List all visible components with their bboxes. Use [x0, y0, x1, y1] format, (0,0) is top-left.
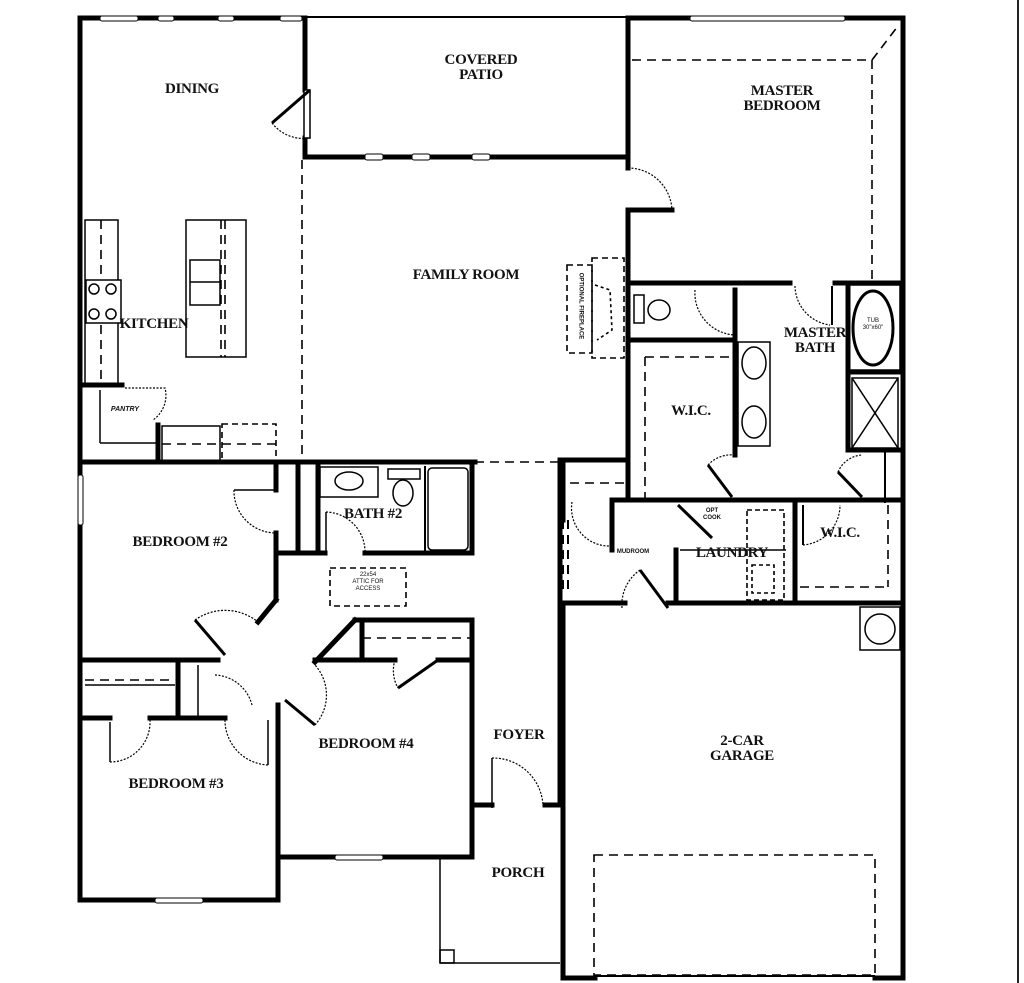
room-label-bedroom3: BEDROOM #3 [129, 777, 224, 792]
mudroom-label-text: MUDROOM [616, 549, 650, 555]
room-label-master-wic: W.I.C. [671, 404, 711, 419]
master-bath-line1: MASTER [783, 325, 847, 341]
room-label-foyer: FOYER [493, 728, 544, 743]
foyer-porch [439, 457, 563, 964]
garage-line1: 2-CAR [720, 733, 764, 749]
room-label-master-bath: MASTER BATH [783, 325, 847, 356]
cook-line1: OPT [705, 508, 719, 514]
garage [593, 606, 901, 976]
room-label-laundry: LAUNDRY [695, 545, 769, 561]
master-wic [625, 337, 906, 503]
patio-door [271, 88, 311, 140]
room-label-second-wic: W.I.C. [820, 526, 860, 541]
master-bath-line2: BATH [794, 340, 836, 356]
kitchen-cabinets [77, 219, 277, 465]
annotation-opt-cook: OPT COOK [703, 508, 721, 522]
bedroom3-walls [77, 657, 281, 860]
annotation-attic-access: 22x54 ATTIC FOR ACCESS [352, 572, 383, 593]
master-bedroom-line1: MASTER [750, 83, 814, 99]
laundry-mudroom [560, 457, 906, 609]
attic-line2: ATTIC FOR [352, 579, 384, 585]
porch-label-text: PORCH [491, 865, 545, 881]
dining-label-text: DINING [164, 81, 220, 97]
annotation-tub: TUB 30"x60" [863, 318, 884, 332]
bedroom2-label-text: BEDROOM #2 [132, 534, 228, 550]
master-bedroom-line2: BEDROOM [743, 98, 821, 114]
fireplace-text: OPTIONAL FIREPLACE [577, 272, 584, 340]
pantry-label-text: PANTRY [110, 406, 140, 413]
foyer-label-text: FOYER [493, 727, 545, 743]
tub-line1: TUB [866, 318, 879, 324]
page-edge-line [1017, 0, 1019, 983]
room-label-bedroom4: BEDROOM #4 [319, 737, 414, 752]
attic-line1: 22x54 [359, 572, 377, 578]
covered-patio-line2: PATIO [459, 67, 503, 83]
master-bath [625, 282, 906, 503]
bedroom2-walls [77, 459, 328, 663]
second-wic [792, 497, 889, 606]
room-label-mudroom: MUDROOM [617, 549, 649, 556]
room-label-garage: 2-CAR GARAGE [710, 734, 774, 764]
bath2-label-text: BATH #2 [343, 506, 403, 522]
room-label-dining: DINING [165, 82, 219, 97]
room-label-kitchen: KITCHEN [120, 317, 189, 332]
master-wic-label-text: W.I.C. [671, 403, 711, 419]
covered-patio-line1: COVERED [444, 52, 518, 68]
annotation-optional-fireplace: OPTIONAL FIREPLACE [577, 273, 584, 340]
room-label-pantry: PANTRY [111, 406, 139, 413]
kitchen-label-text: KITCHEN [119, 316, 189, 332]
family-room-label-text: FAMILY ROOM [412, 267, 520, 283]
optional-fireplace [566, 257, 625, 359]
windows [77, 15, 846, 904]
second-wic-label-text: W.I.C. [820, 525, 860, 541]
bath2-fixtures [319, 459, 475, 556]
room-label-bedroom2: BEDROOM #2 [133, 535, 228, 550]
bedroom3-label-text: BEDROOM #3 [128, 776, 224, 792]
room-label-porch: PORCH [492, 866, 545, 881]
covered-patio-walls [302, 15, 631, 171]
bedroom4-walls [284, 616, 475, 860]
cook-line2: COOK [703, 515, 721, 521]
bedroom4-label-text: BEDROOM #4 [318, 736, 414, 752]
garage-line2: GARAGE [709, 748, 775, 764]
attic-line3: ACCESS [355, 586, 381, 592]
tub-line2: 30"x60" [862, 325, 884, 331]
room-label-master-bedroom: MASTER BEDROOM [743, 84, 820, 114]
room-label-bath2: BATH #2 [344, 507, 402, 522]
room-label-covered-patio: COVERED PATIO [445, 53, 518, 83]
room-label-family-room: FAMILY ROOM [413, 268, 520, 283]
laundry-label-text: LAUNDRY [695, 545, 769, 561]
